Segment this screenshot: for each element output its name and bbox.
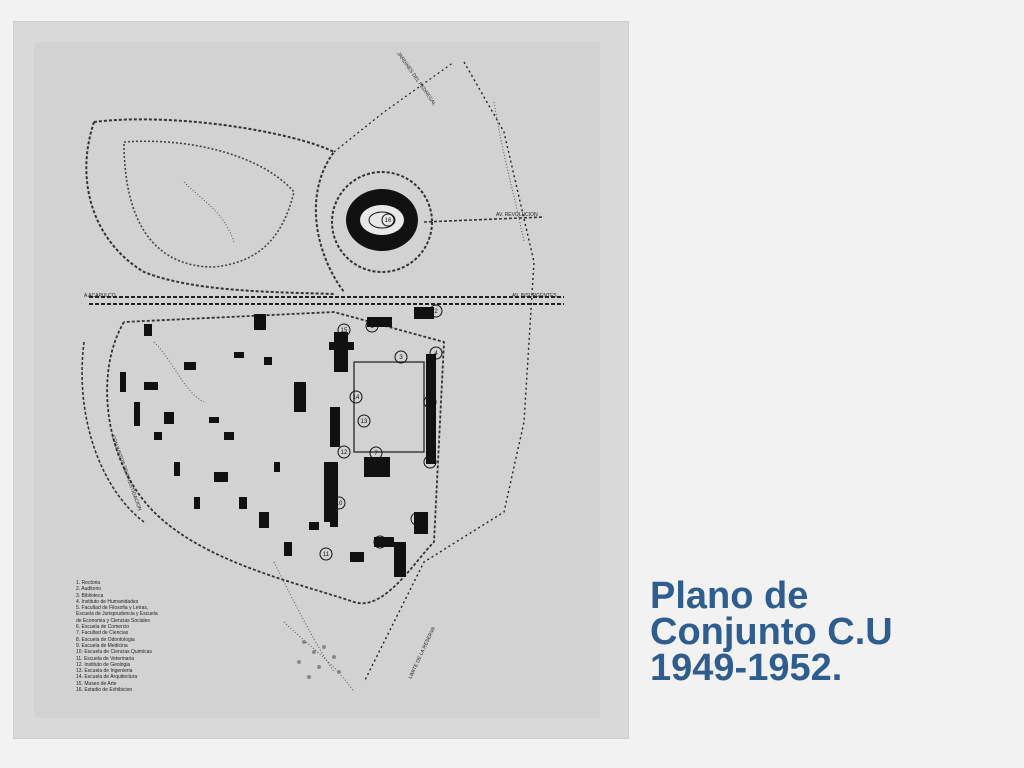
building-marker-1 [365,319,379,333]
legend-item: de Economia y Ciencias Sociales [76,617,150,624]
building-number-12: 12 [341,450,348,456]
western-buildings [120,314,319,556]
building-number-4: 4 [434,351,438,357]
slide-title: Plano de Conjunto C.U 1949-1952. [650,575,980,689]
central-esplanade [353,361,425,453]
campus-south-outline [106,311,445,605]
vegetation-texture [153,101,525,693]
road-inner-loop [123,140,295,268]
legend-item: 15. Museo de Arte [76,680,117,687]
road-label-acapulco: A ACAPULCO [84,293,116,299]
building-number-13: 13 [361,419,368,425]
building-number-6: 6 [428,460,432,466]
building-number-10: 10 [336,501,343,507]
building-marker-4 [429,346,443,360]
legend-item: 10. Escuela de Ciencias Quimicas [76,649,152,656]
title-line: Conjunto C.U [650,611,893,653]
road-west-outer [85,121,335,295]
road-west-loop [93,118,345,293]
road-southwest [81,341,145,523]
building-number-8: 8 [415,517,419,523]
building-number-7: 7 [374,451,378,457]
legend-item: 7. Facultad de Ciencias [76,630,129,637]
southern-settlement [297,640,341,679]
legend-item: 12. Instituto de Geologia [76,661,131,668]
legend-item: 1. Rectoria [76,580,101,586]
legend-item: 13. Escuela de Ingenieria [76,668,133,675]
road-label-insurgentes: AV. INSURGENTES [512,293,557,299]
building-number-2: 2 [434,309,438,315]
building-number-markers [319,213,443,561]
building-marker-7 [369,446,383,460]
legend-item: 8. Escuela de Odontologia [76,636,135,643]
building-number-1: 1 [370,324,374,330]
legend-item: 5. Facultad de Filosofia y Letras, [76,605,149,612]
legend-item: 2. Auditorio [76,586,102,593]
site-plan-drawing: 1 2 3 4 5 6 7 8 9 10 11 12 13 14 15 16 [81,61,564,693]
building-number-16: 16 [385,218,392,224]
building-number-11: 11 [323,552,330,558]
legend-item: Escuela de Jurisprudencia y Escuela [76,611,158,618]
title-line: 1949-1952. [650,647,843,689]
building-marker-15 [337,323,351,337]
building-marker-12 [337,445,351,459]
building-marker-11 [319,547,333,561]
legend-item: 4. Instituto de Humanidades [76,598,139,605]
building-marker-8 [410,512,424,526]
legend-item: 14. Escuela de Arquitectura [76,674,138,681]
building-number-14: 14 [353,395,360,401]
building-marker-14 [349,390,363,404]
building-marker-6 [423,455,437,469]
legend-item: 16. Estadio de Exhibicion [76,687,133,694]
legend-item: 6. Escuela de Comercio [76,624,130,631]
building-marker-13 [357,414,371,428]
campus-boundary [363,61,535,683]
legend-item: 3. Biblioteca [76,592,104,599]
building-number-labels: 1 2 3 4 5 6 7 8 9 10 11 12 13 14 15 16 [323,218,438,558]
title-line: Plano de [650,575,809,617]
building-marker-10 [332,496,346,510]
building-number-3: 3 [399,355,403,361]
avenue-revolucion [423,216,545,223]
site-plan-map: 1 2 3 4 5 6 7 8 9 10 11 12 13 14 15 16 A… [34,42,600,718]
boundary-north [333,61,455,153]
building-number-9: 9 [378,540,382,546]
building-marker-9 [373,535,387,549]
legend-item: 9. Escuela de Medicina [76,642,128,649]
building-number-5: 5 [428,400,432,406]
legend-item: 11. Escuela de Veterinaria [76,655,135,662]
building-marker-2 [429,304,443,318]
map-legend: 1. Rectoria 2. Auditorio 3. Biblioteca 4… [76,580,216,693]
road-label-revolucion: AV. REVOLUCION [496,212,538,218]
building-marker-5 [423,395,437,409]
building-number-15: 15 [341,328,348,334]
building-marker-3 [394,350,408,364]
building-marker-16 [381,213,395,227]
